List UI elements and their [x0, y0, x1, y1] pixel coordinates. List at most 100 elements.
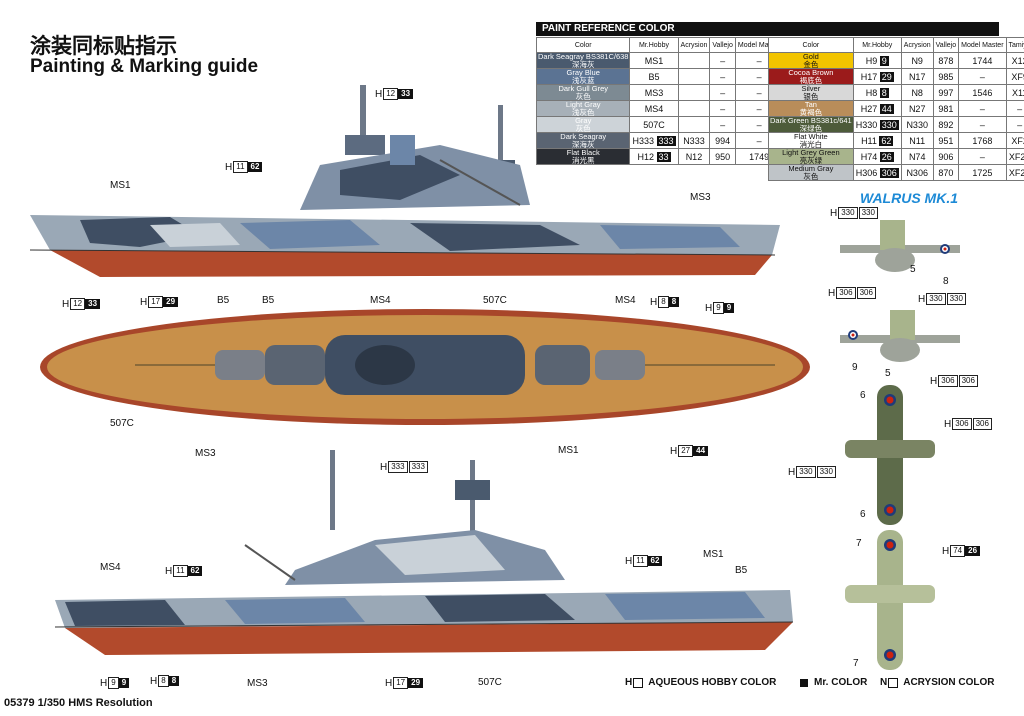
paint-col-header: Model Master	[958, 37, 1007, 53]
paint-code-acrysion: N11	[900, 132, 934, 149]
paint-col-header: Acrysion	[900, 37, 934, 53]
paint-code-acrysion: N333	[677, 132, 711, 149]
label-5-b: 5	[885, 368, 891, 379]
label-8-a: 8	[943, 276, 949, 287]
ship-starboard-profile	[29, 85, 780, 277]
paint-code-vallejo: 870	[932, 164, 960, 181]
ship-deck-plan	[40, 309, 810, 425]
paint-code-model_master: –	[958, 116, 1007, 133]
ship-port-profile	[54, 450, 794, 655]
label-7-b: 7	[853, 658, 859, 669]
paint-code-vallejo: 985	[932, 68, 960, 85]
mr-hobby-code: H11 62	[852, 132, 902, 149]
label-ms3-c: MS3	[247, 678, 268, 689]
label-ms3: MS3	[690, 192, 711, 203]
paint-table-header: PAINT REFERENCE COLOR	[536, 22, 999, 36]
label-507c-c: 507C	[478, 677, 502, 688]
walrus-front-view	[840, 220, 960, 272]
paint-code-acrysion	[677, 52, 711, 69]
paint-code-model_master: 1725	[958, 164, 1007, 181]
paint-code-vallejo: 950	[709, 148, 736, 165]
paint-col-header: Mr.Hobby	[852, 37, 902, 53]
walrus-side-view	[840, 310, 960, 362]
paint-code-acrysion: N306	[900, 164, 934, 181]
walrus-top-view	[845, 385, 935, 525]
paint-code-tamiya: X11	[1005, 84, 1024, 101]
paint-code-tamiya: XF21	[1005, 148, 1024, 165]
label-9-a: 9	[852, 362, 858, 373]
label-6-b: 6	[860, 509, 866, 520]
label-b5-b: B5	[262, 295, 275, 306]
label-ms3-b: MS3	[195, 448, 216, 459]
label-b5: B5	[217, 295, 230, 306]
mr-hobby-code: MS3	[629, 84, 679, 101]
walrus-bottom-view	[845, 530, 935, 670]
footer-caption: 05379 1/350 HMS Resolution	[4, 697, 153, 709]
paint-code-model_master: –	[958, 148, 1007, 165]
legend-mr: Mr. COLOR	[800, 677, 867, 688]
paint-col-header: Color	[535, 37, 631, 53]
paint-code-model_master: 1546	[958, 84, 1007, 101]
paint-code-tamiya: –	[1005, 100, 1024, 117]
paint-code-vallejo: 997	[932, 84, 960, 101]
paint-code-tamiya: –	[1005, 116, 1024, 133]
paint-code-acrysion: N27	[900, 100, 934, 117]
paint-code-model_master: –	[958, 68, 1007, 85]
paint-code-model_master: 1768	[958, 132, 1007, 149]
mr-hobby-code: H9 9	[852, 52, 902, 69]
label-b5-c: B5	[735, 565, 748, 576]
label-ms1: MS1	[110, 180, 131, 191]
paint-code-tamiya: X12	[1005, 52, 1024, 69]
paint-code-acrysion: N17	[900, 68, 934, 85]
paint-code-tamiya: XF9	[1005, 68, 1024, 85]
mr-hobby-code: H330 330	[852, 116, 902, 133]
label-ms4-c: MS4	[100, 562, 121, 573]
paint-code-vallejo: 906	[932, 148, 960, 165]
paint-code-vallejo: 892	[932, 116, 960, 133]
mr-hobby-code: H27 44	[852, 100, 902, 117]
mr-hobby-code: H74 26	[852, 148, 902, 165]
label-ms1-b: MS1	[558, 445, 579, 456]
mr-hobby-code: H12 33	[629, 148, 679, 165]
title-english: Painting & Marking guide	[30, 56, 259, 77]
mr-hobby-code: H17 29	[852, 68, 902, 85]
title-chinese: 涂装同标贴指示	[30, 34, 177, 58]
paint-col-header: Vallejo	[709, 37, 736, 53]
paint-col-header: Mr.Hobby	[629, 37, 679, 53]
paint-code-tamiya: XF20	[1005, 164, 1024, 181]
